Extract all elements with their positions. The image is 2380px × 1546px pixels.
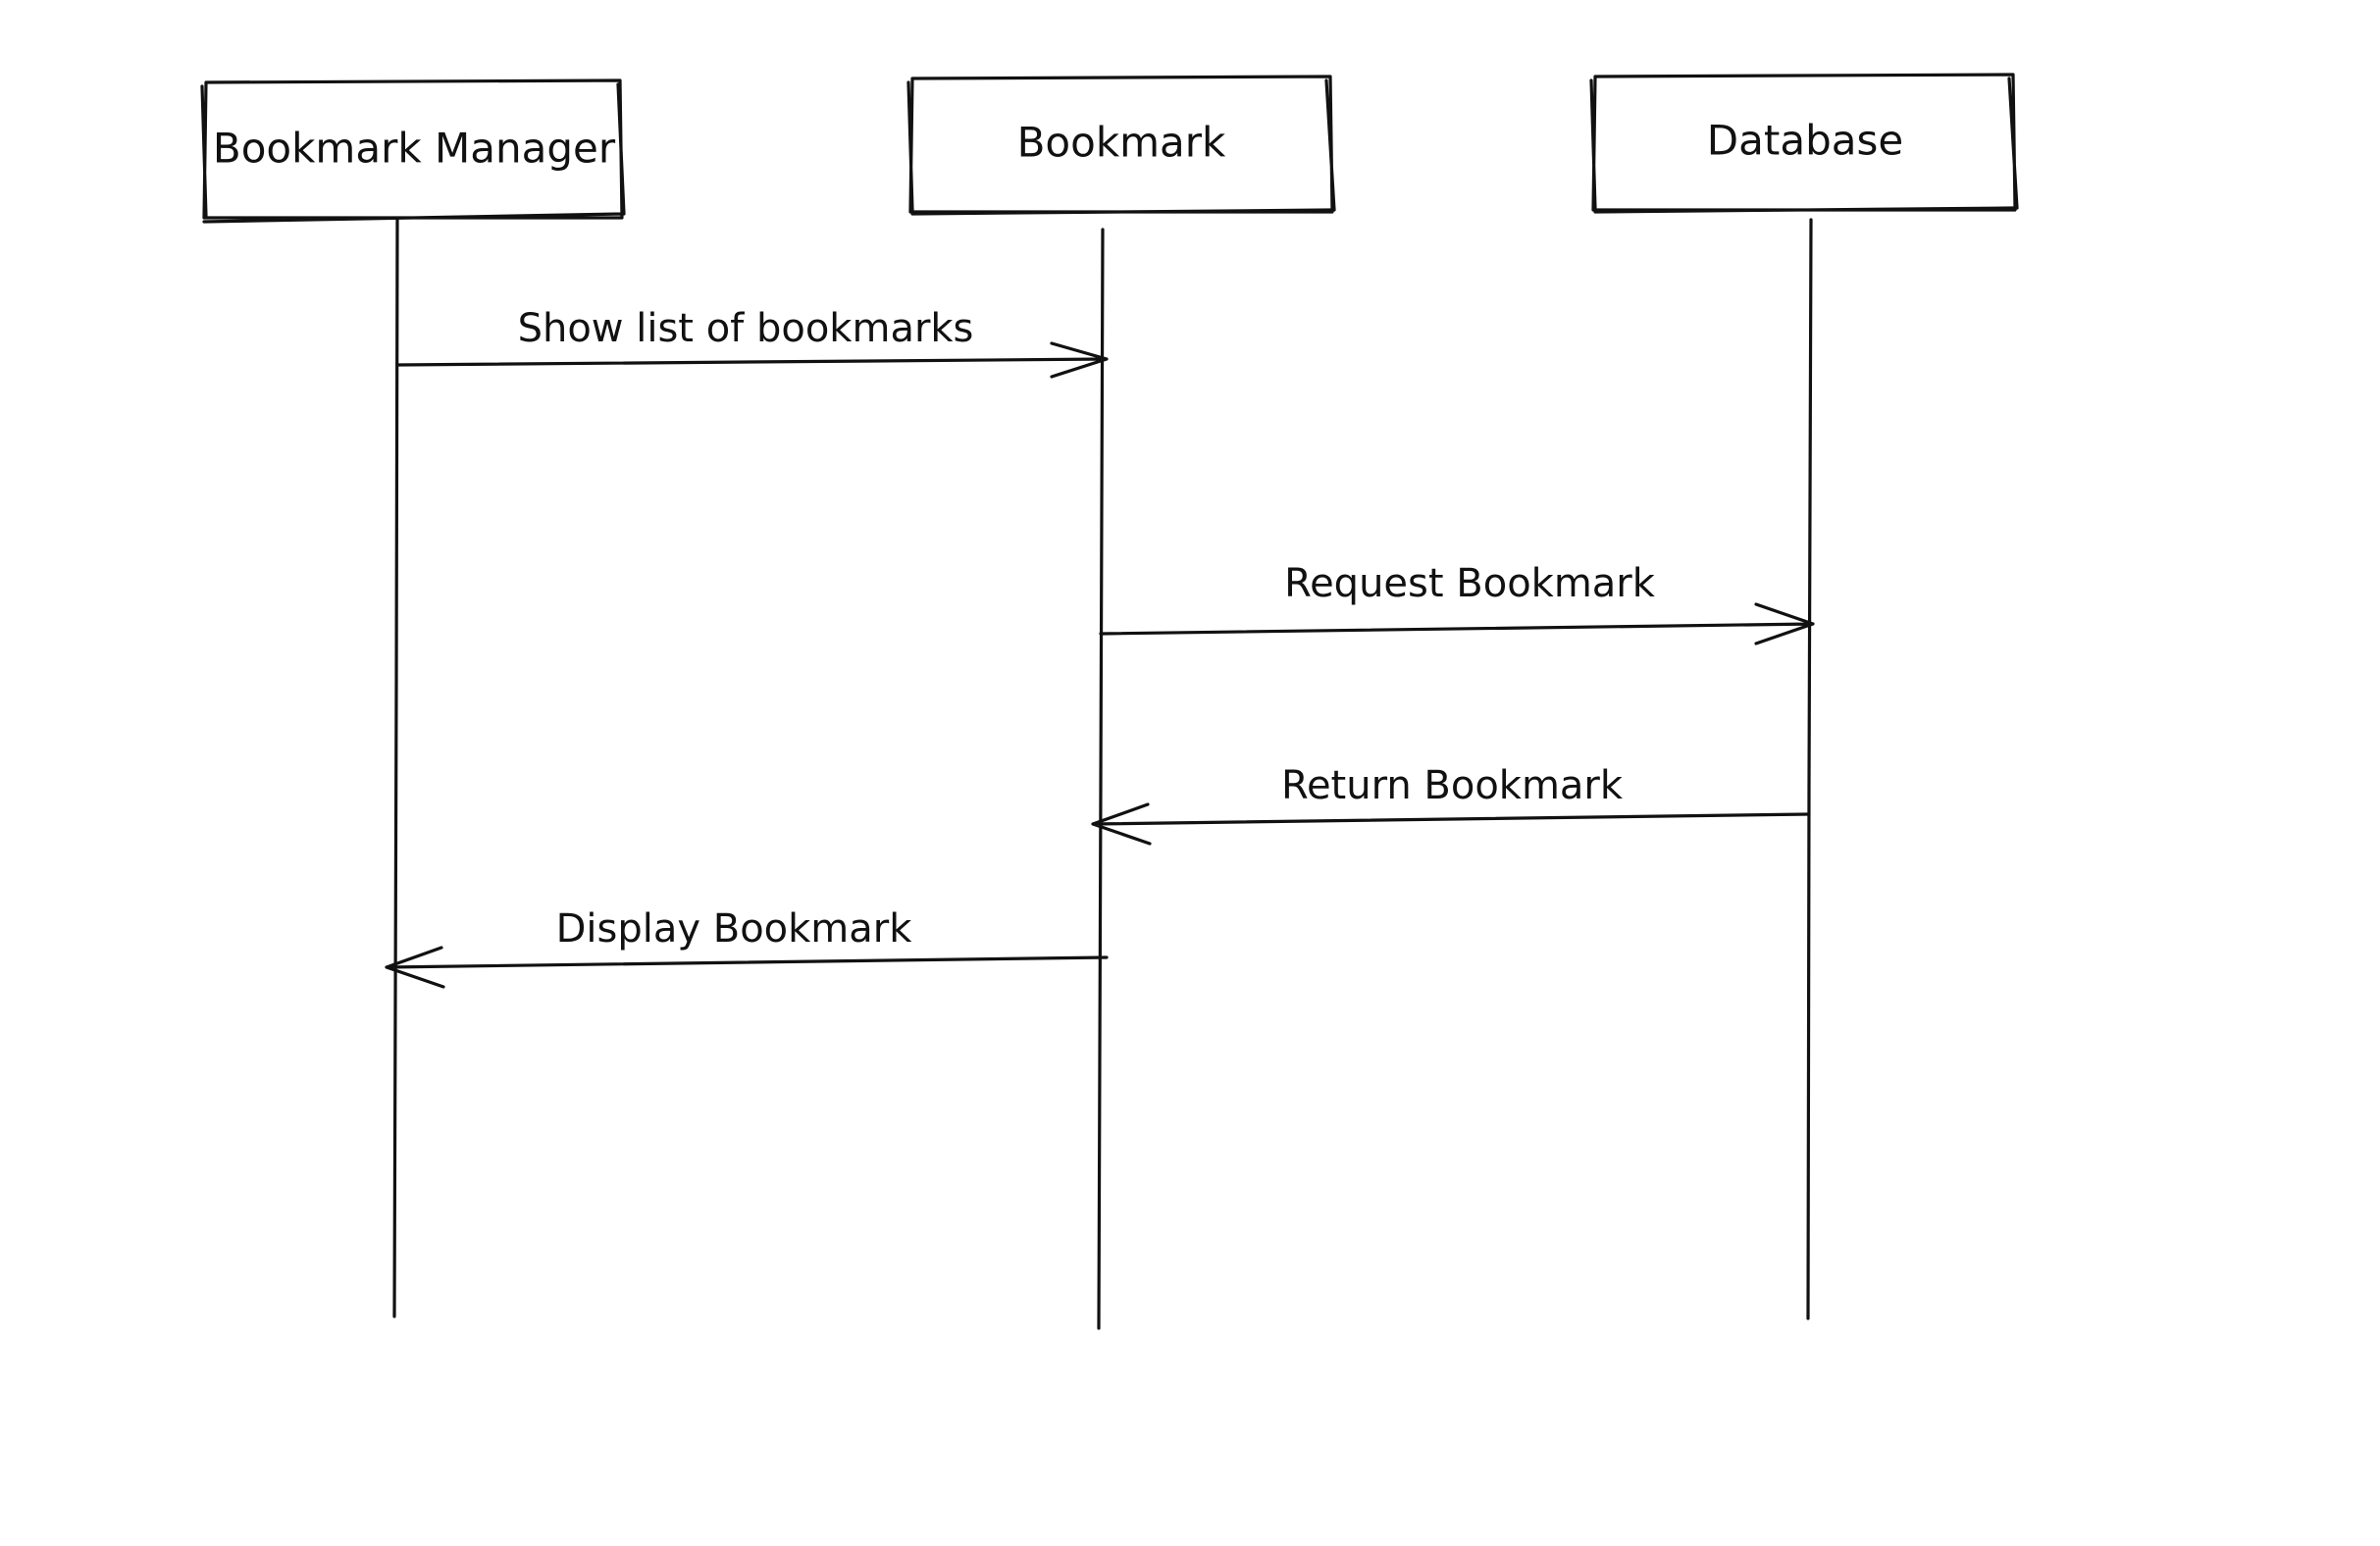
message-arrow-show-list <box>395 341 1109 379</box>
message-display-bookmark: Display Bookmark <box>385 906 1109 989</box>
message-request-bookmark: Request Bookmark <box>1099 561 1815 645</box>
actor-bookmark: Bookmark <box>906 75 1336 216</box>
lifeline-bookmark <box>1097 228 1105 1330</box>
message-label-show-list: Show list of bookmarks <box>518 306 974 351</box>
message-show-list: Show list of bookmarks <box>395 306 1109 379</box>
actor-database: Database <box>1589 73 2019 214</box>
actor-box-bookmark <box>906 75 1336 216</box>
lifeline-database <box>1806 218 1813 1320</box>
message-label-request-bookmark: Request Bookmark <box>1284 561 1656 606</box>
actor-label-database: Database <box>1707 117 1903 165</box>
actor-box-database <box>1589 73 2019 214</box>
message-return-bookmark: Return Bookmark <box>1091 763 1811 846</box>
message-arrow-return-bookmark <box>1091 802 1811 846</box>
lifeline-bookmark-manager <box>392 218 399 1318</box>
actor-label-bookmark: Bookmark <box>1017 119 1226 167</box>
actor-box-bookmark-manager <box>200 78 626 224</box>
message-label-display-bookmark: Display Bookmark <box>556 906 913 952</box>
message-arrow-request-bookmark <box>1099 602 1815 645</box>
actor-bookmark-manager: Bookmark Manager <box>200 78 626 224</box>
message-label-return-bookmark: Return Bookmark <box>1281 763 1624 808</box>
message-arrow-display-bookmark <box>385 946 1109 989</box>
actor-label-bookmark-manager: Bookmark Manager <box>213 125 616 173</box>
